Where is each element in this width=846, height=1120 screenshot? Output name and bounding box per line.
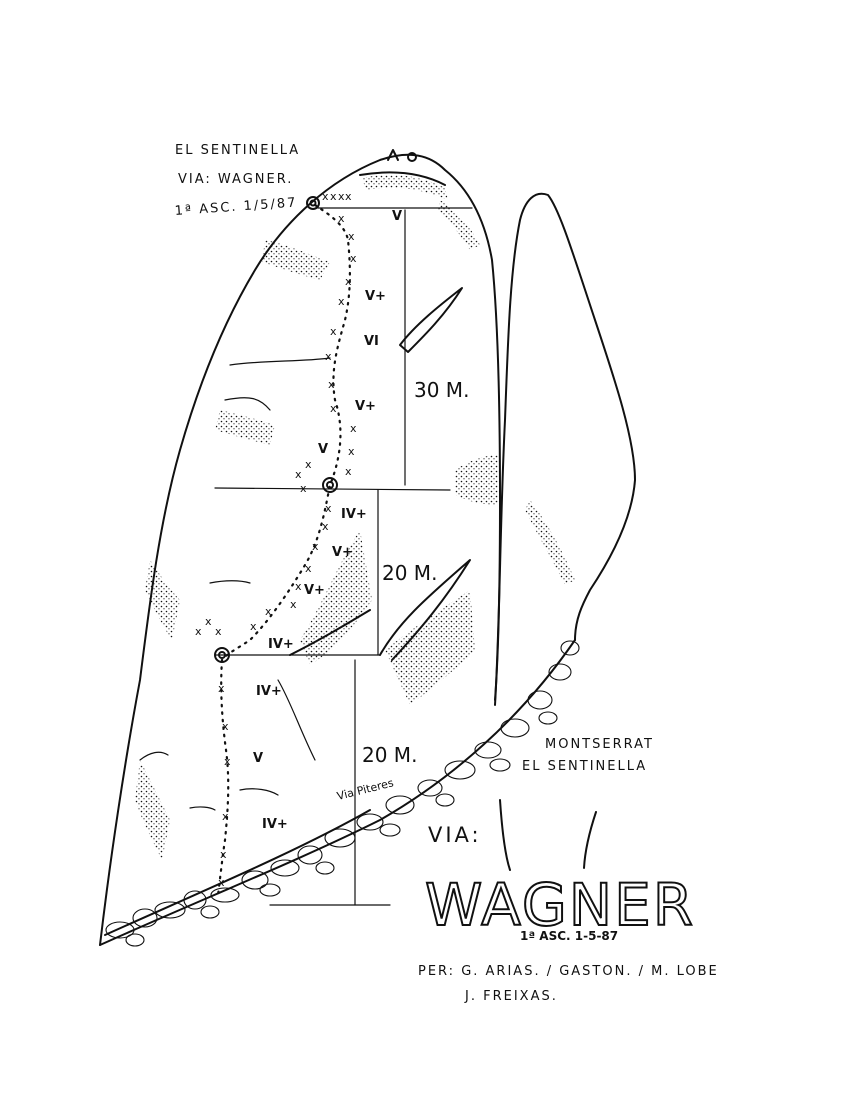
svg-text:x: x	[338, 295, 345, 308]
grade-p1-5: V	[318, 442, 328, 457]
rock-crack-4	[239, 788, 279, 796]
summit-marker	[387, 149, 417, 162]
route-authors-2: J. FREIXAS.	[464, 989, 558, 1004]
scree-boulders	[105, 640, 580, 947]
svg-text:x: x	[325, 350, 332, 363]
svg-text:x: x	[305, 562, 312, 575]
rock-crack-5	[189, 806, 216, 811]
shade-upper-left-2	[215, 410, 275, 445]
svg-text:x: x	[290, 598, 297, 611]
svg-text:x: x	[222, 720, 229, 733]
svg-text:x: x	[300, 482, 307, 495]
grade-p1-4: V+	[355, 399, 376, 414]
grade-p2-1: IV+	[341, 507, 367, 522]
svg-text:x: x	[195, 625, 202, 638]
grade-p2-2: V+	[332, 545, 353, 560]
rock-crack-3	[209, 580, 251, 584]
shade-mid-right	[385, 590, 475, 705]
svg-text:x: x	[222, 810, 229, 823]
header-crag-name: EL SENTINELLA	[175, 143, 300, 158]
right-pillar-outline	[494, 192, 636, 706]
svg-text:x: x	[312, 540, 319, 553]
svg-text:x: x	[348, 230, 355, 243]
rock-crack-6	[139, 751, 169, 761]
svg-text:x: x	[338, 190, 345, 203]
main-rock-outline	[99, 153, 501, 946]
shade-mid-left	[145, 560, 180, 640]
svg-text:x: x	[218, 682, 225, 695]
rock-crack-1	[229, 357, 331, 366]
svg-text:x: x	[330, 402, 337, 415]
svg-text:x: x	[305, 458, 312, 471]
pitch-length-3: 20 M.	[362, 743, 417, 767]
svg-text:x: x	[215, 625, 222, 638]
location-crag: EL SENTINELLA	[522, 759, 647, 774]
belay-station-mid	[322, 477, 338, 493]
grade-p1-1: V	[392, 209, 402, 224]
svg-text:x: x	[295, 580, 302, 593]
rock-crack-2	[224, 397, 271, 411]
header-route-name: VIA: WAGNER.	[178, 172, 293, 187]
route-title: WAGNER	[425, 871, 695, 939]
svg-text:x: x	[328, 378, 335, 391]
svg-text:x: x	[220, 848, 227, 861]
right-pillar-shading	[525, 500, 575, 585]
grade-p2-3: V+	[304, 583, 325, 598]
svg-text:x: x	[345, 275, 352, 288]
rock-flake-4	[277, 679, 316, 761]
svg-text:x: x	[345, 190, 352, 203]
svg-text:x: x	[265, 605, 272, 618]
belay-station-low	[214, 647, 230, 663]
shade-gully	[455, 455, 498, 505]
rock-flake-1	[399, 287, 463, 353]
grade-p1-3: VI	[364, 334, 379, 349]
scree-slope-outline-top	[99, 639, 576, 946]
svg-text:x: x	[345, 465, 352, 478]
pitch-length-1: 30 M.	[414, 378, 469, 402]
svg-text:x: x	[250, 620, 257, 633]
summit-cap-shadow	[362, 175, 448, 200]
shade-summit-right	[438, 200, 480, 250]
shade-upper-left	[262, 240, 330, 280]
svg-text:x: x	[224, 755, 231, 768]
grade-p3-1: IV+	[268, 637, 294, 652]
route-authors-1: PER: G. ARIAS. / GASTON. / M. LOBE	[418, 964, 719, 979]
grade-p1-2: V+	[365, 289, 386, 304]
header-first-ascent: 1ª ASC. 1/5/87	[174, 195, 298, 219]
grade-p3-2: IV+	[256, 684, 282, 699]
route-first-ascent: 1ª ASC. 1-5-87	[520, 929, 618, 943]
svg-text:x: x	[322, 520, 329, 533]
shade-central-chimney	[300, 530, 372, 665]
scree-slope-outline-bottom	[104, 809, 371, 936]
grade-p3-3: V	[253, 751, 263, 766]
svg-text:x: x	[350, 422, 357, 435]
svg-text:x: x	[330, 190, 337, 203]
via-flourish	[499, 799, 597, 871]
belay-station-top	[306, 196, 320, 210]
shade-lower-left	[135, 760, 170, 860]
svg-text:x: x	[325, 502, 332, 515]
route-line	[216, 203, 351, 897]
svg-text:x: x	[322, 190, 329, 203]
via-label: VIA:	[428, 823, 482, 847]
summit-cap	[359, 171, 446, 186]
svg-text:x: x	[205, 615, 212, 628]
location-area: MONTSERRAT	[545, 737, 654, 752]
svg-text:x: x	[338, 212, 345, 225]
pitch-line-mid	[214, 487, 451, 491]
svg-text:x: x	[348, 445, 355, 458]
svg-text:x: x	[350, 252, 357, 265]
grade-p3-4: IV+	[262, 817, 288, 832]
approach-note: Via Piteres	[336, 776, 396, 803]
svg-text:x: x	[330, 325, 337, 338]
pitch-length-2: 20 M.	[382, 561, 437, 585]
svg-text:x: x	[295, 468, 302, 481]
